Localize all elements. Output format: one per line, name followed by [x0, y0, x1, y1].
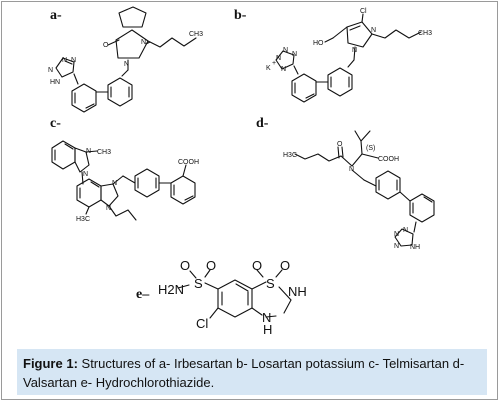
atom-b-oh: HO: [313, 40, 324, 47]
atom-d-n: N: [349, 166, 354, 173]
atom-a-ch3: CH3: [189, 31, 203, 38]
atom-a-o: O: [103, 42, 109, 49]
atom-c-n-b: N: [112, 180, 117, 187]
atom-e-h2n: H2N: [158, 282, 184, 297]
atom-e-s2: S: [266, 276, 275, 291]
atom-b-n2: N: [352, 47, 357, 54]
atom-b-n1: N: [371, 27, 376, 34]
atom-a-n-ring: N: [141, 39, 146, 46]
atom-c-n-a: N: [83, 171, 88, 178]
atom-a-tetrazole-n: N: [48, 67, 53, 74]
atom-c-n-methyl: N: [86, 148, 91, 155]
structure-hydrochlorothiazide: [177, 269, 292, 319]
atom-b-tn2: N: [292, 51, 297, 58]
atom-e-cl: Cl: [196, 316, 208, 331]
atom-b-ch3: CH3: [418, 30, 432, 37]
atom-a-tetrazole-nh: HN: [50, 79, 60, 86]
atom-d-s: (S): [366, 145, 375, 152]
atom-d-tn1: N: [394, 231, 399, 238]
panel-label-b: b-: [234, 8, 247, 23]
figure-label: Figure 1:: [23, 356, 78, 371]
structure-losartan: [275, 13, 422, 103]
atom-c-n-c: N: [106, 205, 111, 212]
atom-c-ch3-top: CH3: [97, 149, 111, 156]
atom-d-h3c: H3C: [283, 152, 297, 159]
caption-text: Structures of a- Irbesartan b- Losartan …: [23, 356, 465, 390]
panel-label-d: d-: [256, 116, 269, 131]
structure-telmisartan: [51, 140, 196, 221]
atom-a-tetrazole-n1: N: [62, 57, 67, 64]
structure-valsartan: [294, 130, 435, 247]
atom-b-tn3: N: [276, 55, 281, 62]
atom-e-o2: O: [206, 258, 216, 273]
atom-e-o3: O: [252, 258, 262, 273]
atom-b-cl: Cl: [360, 8, 367, 15]
atom-e-o1: O: [180, 258, 190, 273]
figure-caption: Figure 1: Structures of a- Irbesartan b-…: [17, 349, 487, 395]
atom-e-o4: O: [280, 258, 290, 273]
atom-d-o: O: [337, 141, 343, 148]
atom-d-tn3: N: [403, 227, 408, 234]
structure-irbesartan: [55, 6, 197, 113]
atom-e-nh-bot: N: [262, 310, 271, 325]
atom-d-nh: NH: [410, 244, 420, 251]
atom-e-s1: S: [194, 276, 203, 291]
atom-b-k: K: [266, 65, 271, 72]
atom-e-nh-top: NH: [288, 284, 307, 299]
atom-c-h3c: H3C: [76, 216, 90, 223]
atom-a-tetrazole-n2: N: [71, 57, 76, 64]
atom-c-cooh: COOH: [178, 159, 199, 166]
atom-d-tn2: N: [394, 243, 399, 250]
atom-b-tn1: N: [283, 47, 288, 54]
panel-label-e: e–: [136, 287, 150, 302]
panel-label-a: a-: [50, 8, 62, 23]
atom-b-kplus: +: [272, 60, 276, 67]
panel-label-c: c-: [50, 116, 61, 131]
atom-d-cooh: COOH: [378, 156, 399, 163]
atom-e-h: H: [263, 322, 272, 337]
atom-a-n-ring2: N: [124, 61, 129, 68]
atom-b-tn4: N: [281, 66, 286, 73]
